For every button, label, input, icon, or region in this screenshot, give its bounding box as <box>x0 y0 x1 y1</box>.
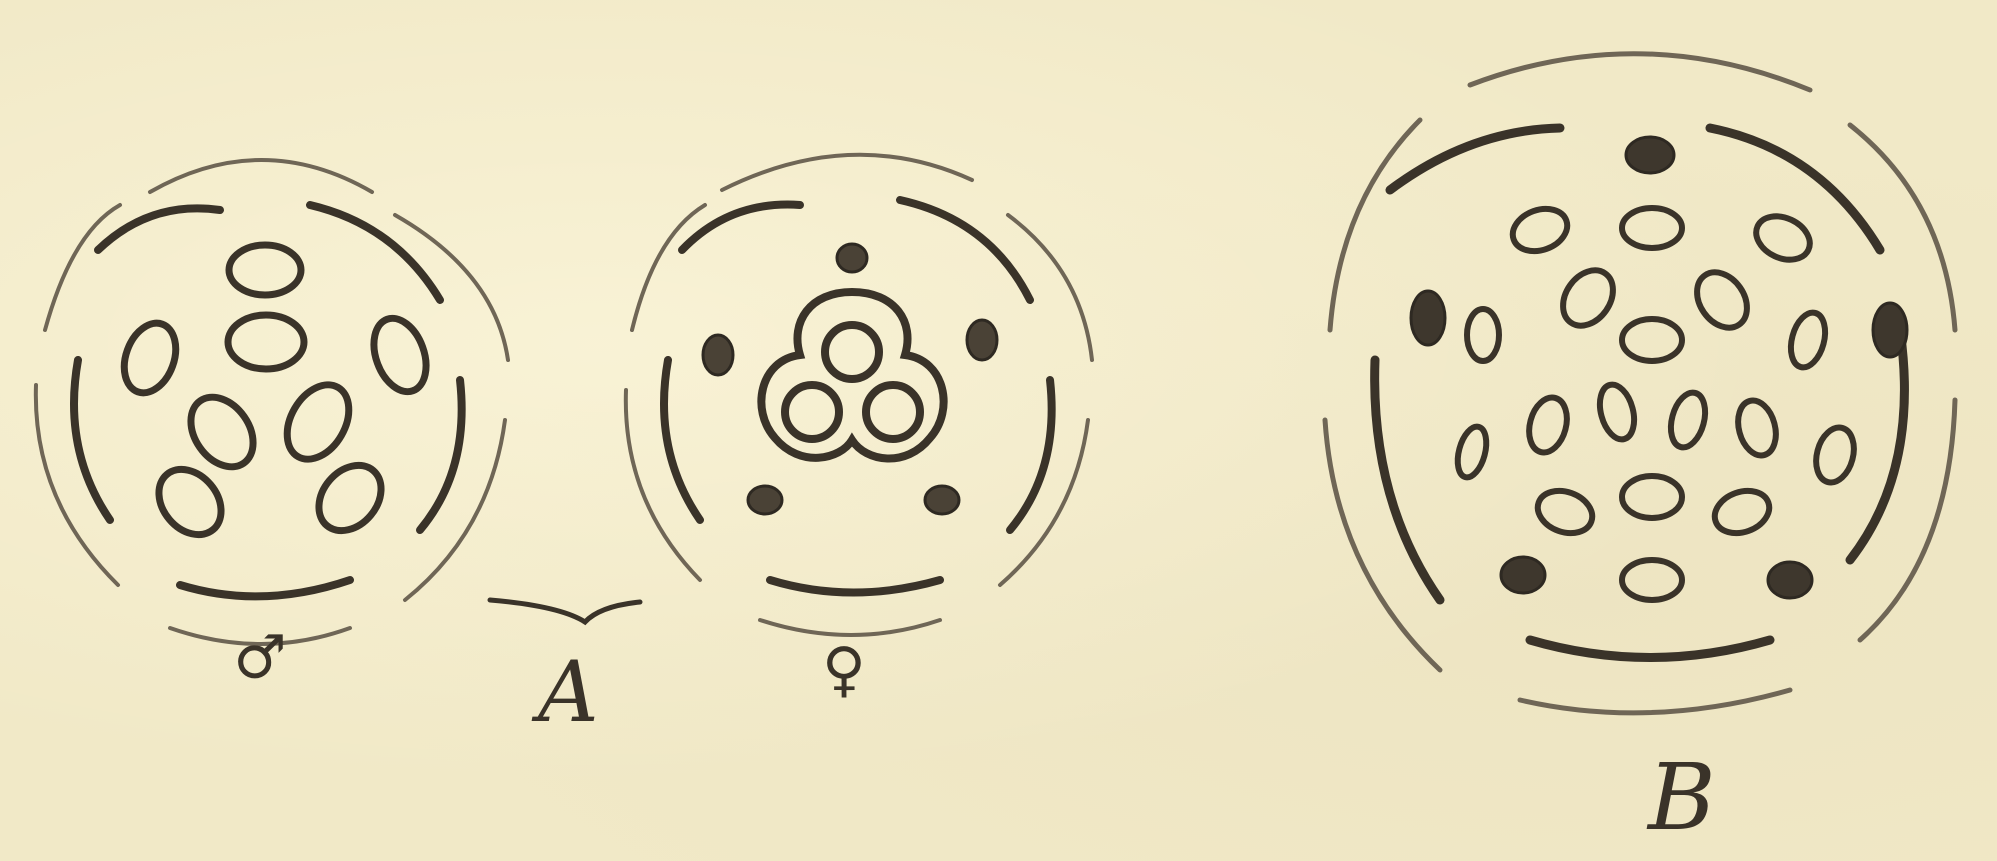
male-stamens <box>115 245 435 547</box>
stamen <box>1622 476 1682 518</box>
bisexual-flower-diagram <box>1325 54 1955 713</box>
staminode <box>1768 562 1812 598</box>
stamen <box>146 457 234 547</box>
stamen <box>228 315 304 369</box>
stamen <box>1709 484 1775 541</box>
ovary-locule <box>825 325 879 379</box>
stamen <box>1453 424 1492 481</box>
staminode <box>1501 557 1545 593</box>
stamen <box>306 453 394 543</box>
male-symbol-label: ♂ <box>233 628 287 688</box>
ovary-locule <box>866 385 920 439</box>
stamen <box>229 245 301 295</box>
stamen <box>1553 261 1623 335</box>
stamen <box>364 311 435 399</box>
figure-a-label: A <box>538 650 599 734</box>
group-a-brace <box>490 600 640 622</box>
stamen <box>1749 208 1817 268</box>
stamen <box>1785 309 1830 371</box>
stamen <box>275 374 362 470</box>
male-flower-diagram <box>36 160 508 644</box>
ovary-locule <box>785 385 839 439</box>
stamen <box>1810 423 1859 486</box>
figure-b-label: B <box>1648 752 1716 844</box>
staminode <box>748 486 782 514</box>
bisexual-stamens <box>1453 202 1860 600</box>
staminode <box>703 335 733 375</box>
female-symbol-label: ♀ <box>822 640 866 700</box>
stamen <box>178 385 266 478</box>
female-outer-perianth <box>626 155 1092 635</box>
stamen <box>1665 389 1710 451</box>
stamen <box>1622 319 1682 361</box>
staminode <box>925 486 959 514</box>
stamen <box>1732 396 1781 459</box>
male-inner-perianth <box>74 205 462 596</box>
staminode <box>1626 137 1674 173</box>
stamen <box>1467 309 1499 361</box>
staminode <box>837 244 867 272</box>
female-ovary <box>761 292 943 459</box>
stamen <box>1687 263 1757 337</box>
staminode <box>1873 303 1907 357</box>
stamen <box>1594 381 1639 443</box>
stamen <box>1507 202 1573 259</box>
female-flower-diagram <box>626 155 1092 635</box>
stamen <box>115 316 185 400</box>
staminode <box>967 320 997 360</box>
staminode <box>1411 291 1445 345</box>
stamen <box>1532 484 1598 541</box>
male-outer-perianth <box>36 160 508 644</box>
stamen <box>1523 393 1572 456</box>
stamen <box>1622 208 1682 248</box>
stamen <box>1622 560 1682 600</box>
